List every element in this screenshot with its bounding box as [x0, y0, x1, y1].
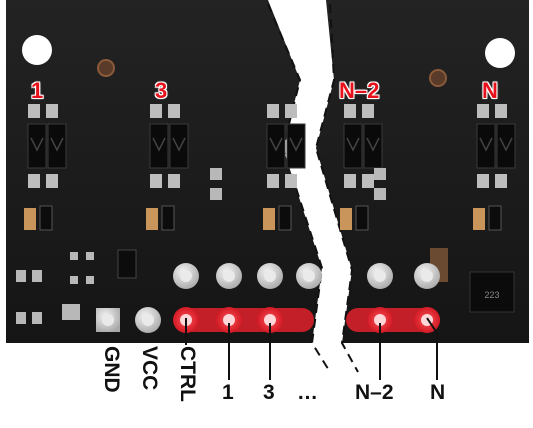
- sensor-group: [24, 104, 67, 231]
- pin-label-ctrl: CTRL: [176, 346, 199, 402]
- break-line-left: [267, 3, 331, 373]
- chip-marking: 223: [484, 290, 499, 300]
- channel-label-3: 3: [155, 78, 168, 103]
- lower-pin-row: [96, 307, 440, 333]
- pin-label-n-minus-2: N–2: [355, 381, 394, 404]
- break-line-right: [314, 3, 359, 373]
- channel-label-n: N: [482, 78, 498, 103]
- pin-label-vcc: VCC: [138, 346, 161, 391]
- pin-label-3: 3: [263, 381, 275, 404]
- pin-label-ellipsis: …: [297, 381, 318, 404]
- channel-label-1: 1: [31, 78, 44, 103]
- sensor-group: [473, 104, 516, 231]
- copper-via-2: [429, 69, 447, 87]
- resistor-component: [117, 249, 137, 279]
- board-right-half: [316, 0, 529, 343]
- pin-label-n: N: [430, 381, 446, 404]
- copper-via-1: [97, 59, 115, 77]
- sensor-group: [263, 104, 306, 231]
- sensor-group: [340, 104, 383, 231]
- mounting-hole-left: [22, 35, 52, 65]
- chip-component: [469, 271, 515, 313]
- pin-label-1: 1: [222, 381, 234, 404]
- sensor-group: [146, 104, 189, 231]
- mounting-hole-right: [485, 38, 515, 68]
- sensor-array: [24, 104, 516, 231]
- channel-label-n-minus-2: N–2: [339, 78, 380, 103]
- pin-label-gnd: GND: [100, 346, 123, 393]
- board-left-half: [6, 0, 322, 343]
- smd-pad-grid: [16, 168, 386, 324]
- pin-leader-lines: [185, 317, 438, 380]
- upper-pin-row: [173, 263, 440, 289]
